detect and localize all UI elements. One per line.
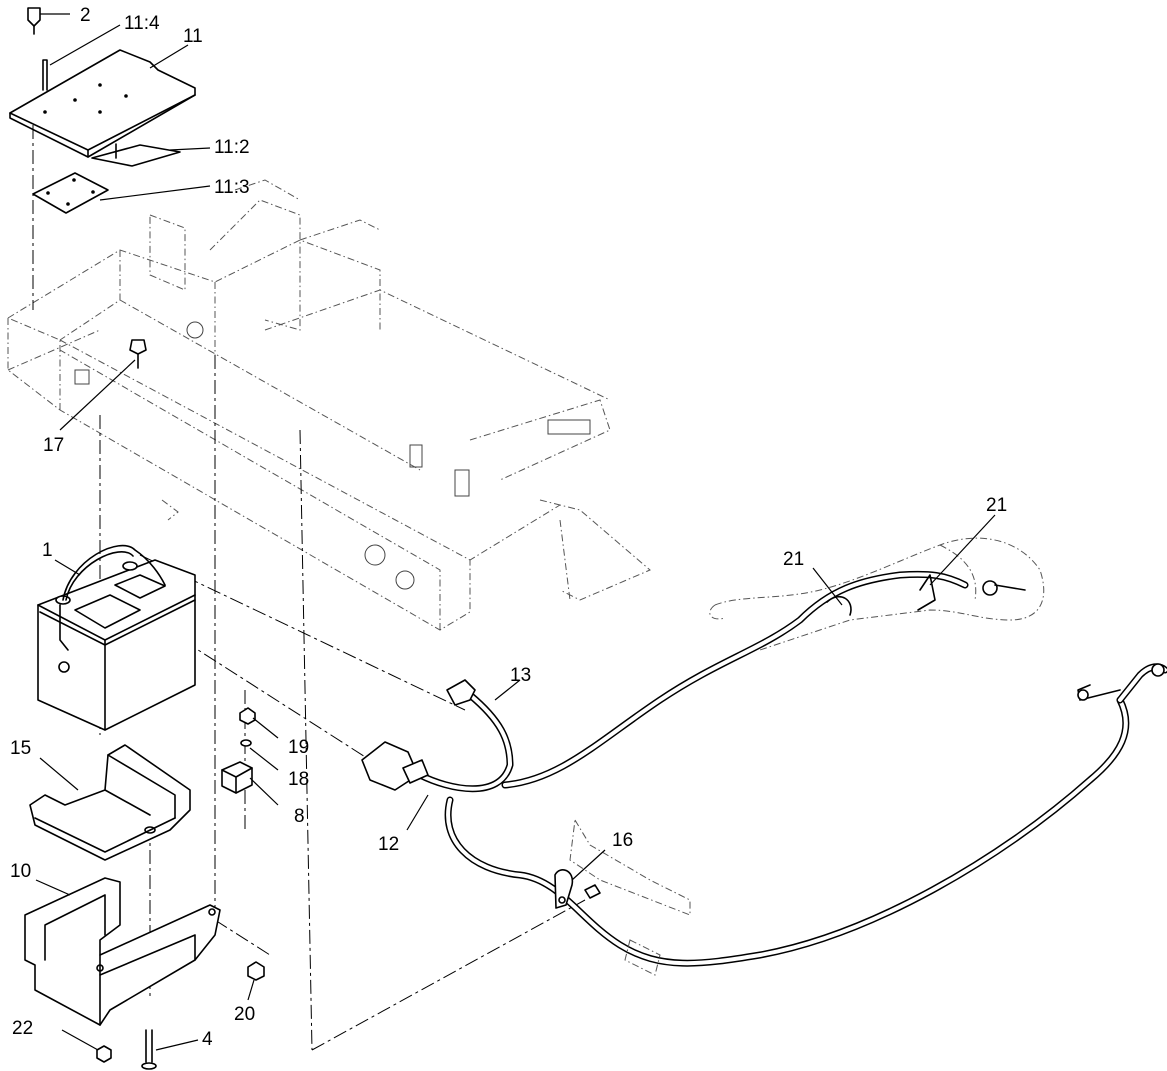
callout-21-right: 21 bbox=[986, 495, 1007, 516]
callout-18: 18 bbox=[288, 769, 309, 790]
part-11-3-gasket bbox=[32, 172, 109, 214]
part-10-battery-bracket bbox=[24, 877, 221, 1026]
callout-16: 16 bbox=[612, 830, 633, 851]
part-17-bolt bbox=[129, 339, 147, 369]
part-20-nut bbox=[247, 961, 265, 981]
callout-10: 10 bbox=[10, 861, 31, 882]
leader-lines bbox=[35, 13, 996, 1051]
part-1-battery bbox=[37, 544, 196, 731]
assembly-lines bbox=[32, 100, 586, 1051]
callout-20: 20 bbox=[234, 1004, 255, 1025]
callout-17: 17 bbox=[43, 435, 64, 456]
part-18-washer bbox=[240, 739, 252, 747]
callout-1: 1 bbox=[42, 540, 53, 561]
part-22-nut bbox=[96, 1045, 112, 1063]
callout-19: 19 bbox=[288, 737, 309, 758]
part-2-fastener bbox=[27, 7, 41, 35]
part-11-4-stud bbox=[42, 59, 48, 91]
callout-4: 4 bbox=[202, 1029, 213, 1050]
frame-chassis bbox=[7, 179, 651, 631]
callout-11-3: 11:3 bbox=[214, 177, 250, 198]
callout-13: 13 bbox=[510, 665, 531, 686]
callout-2: 2 bbox=[80, 5, 91, 26]
part-8-clamp bbox=[221, 761, 253, 794]
callout-15: 15 bbox=[10, 738, 31, 759]
callout-22: 22 bbox=[12, 1018, 33, 1039]
callout-21-left: 21 bbox=[783, 549, 804, 570]
part-11-2-pad bbox=[91, 143, 181, 167]
battery-cables bbox=[361, 570, 1167, 967]
callout-11-2: 11:2 bbox=[214, 137, 250, 158]
callout-11: 11 bbox=[183, 26, 203, 47]
part-15-battery-tray bbox=[29, 744, 191, 861]
part-11-cover-plate bbox=[9, 49, 196, 158]
callout-12: 12 bbox=[378, 834, 399, 855]
part-19-nut bbox=[239, 707, 256, 725]
harness-routing bbox=[554, 537, 1045, 976]
callout-11-4: 11:4 bbox=[124, 13, 160, 34]
callout-labels: 2 11:4 11 11:2 11:3 17 1 13 21 21 15 19 … bbox=[10, 5, 1007, 1050]
callout-8: 8 bbox=[294, 806, 305, 827]
part-4-bolt bbox=[141, 1029, 157, 1070]
